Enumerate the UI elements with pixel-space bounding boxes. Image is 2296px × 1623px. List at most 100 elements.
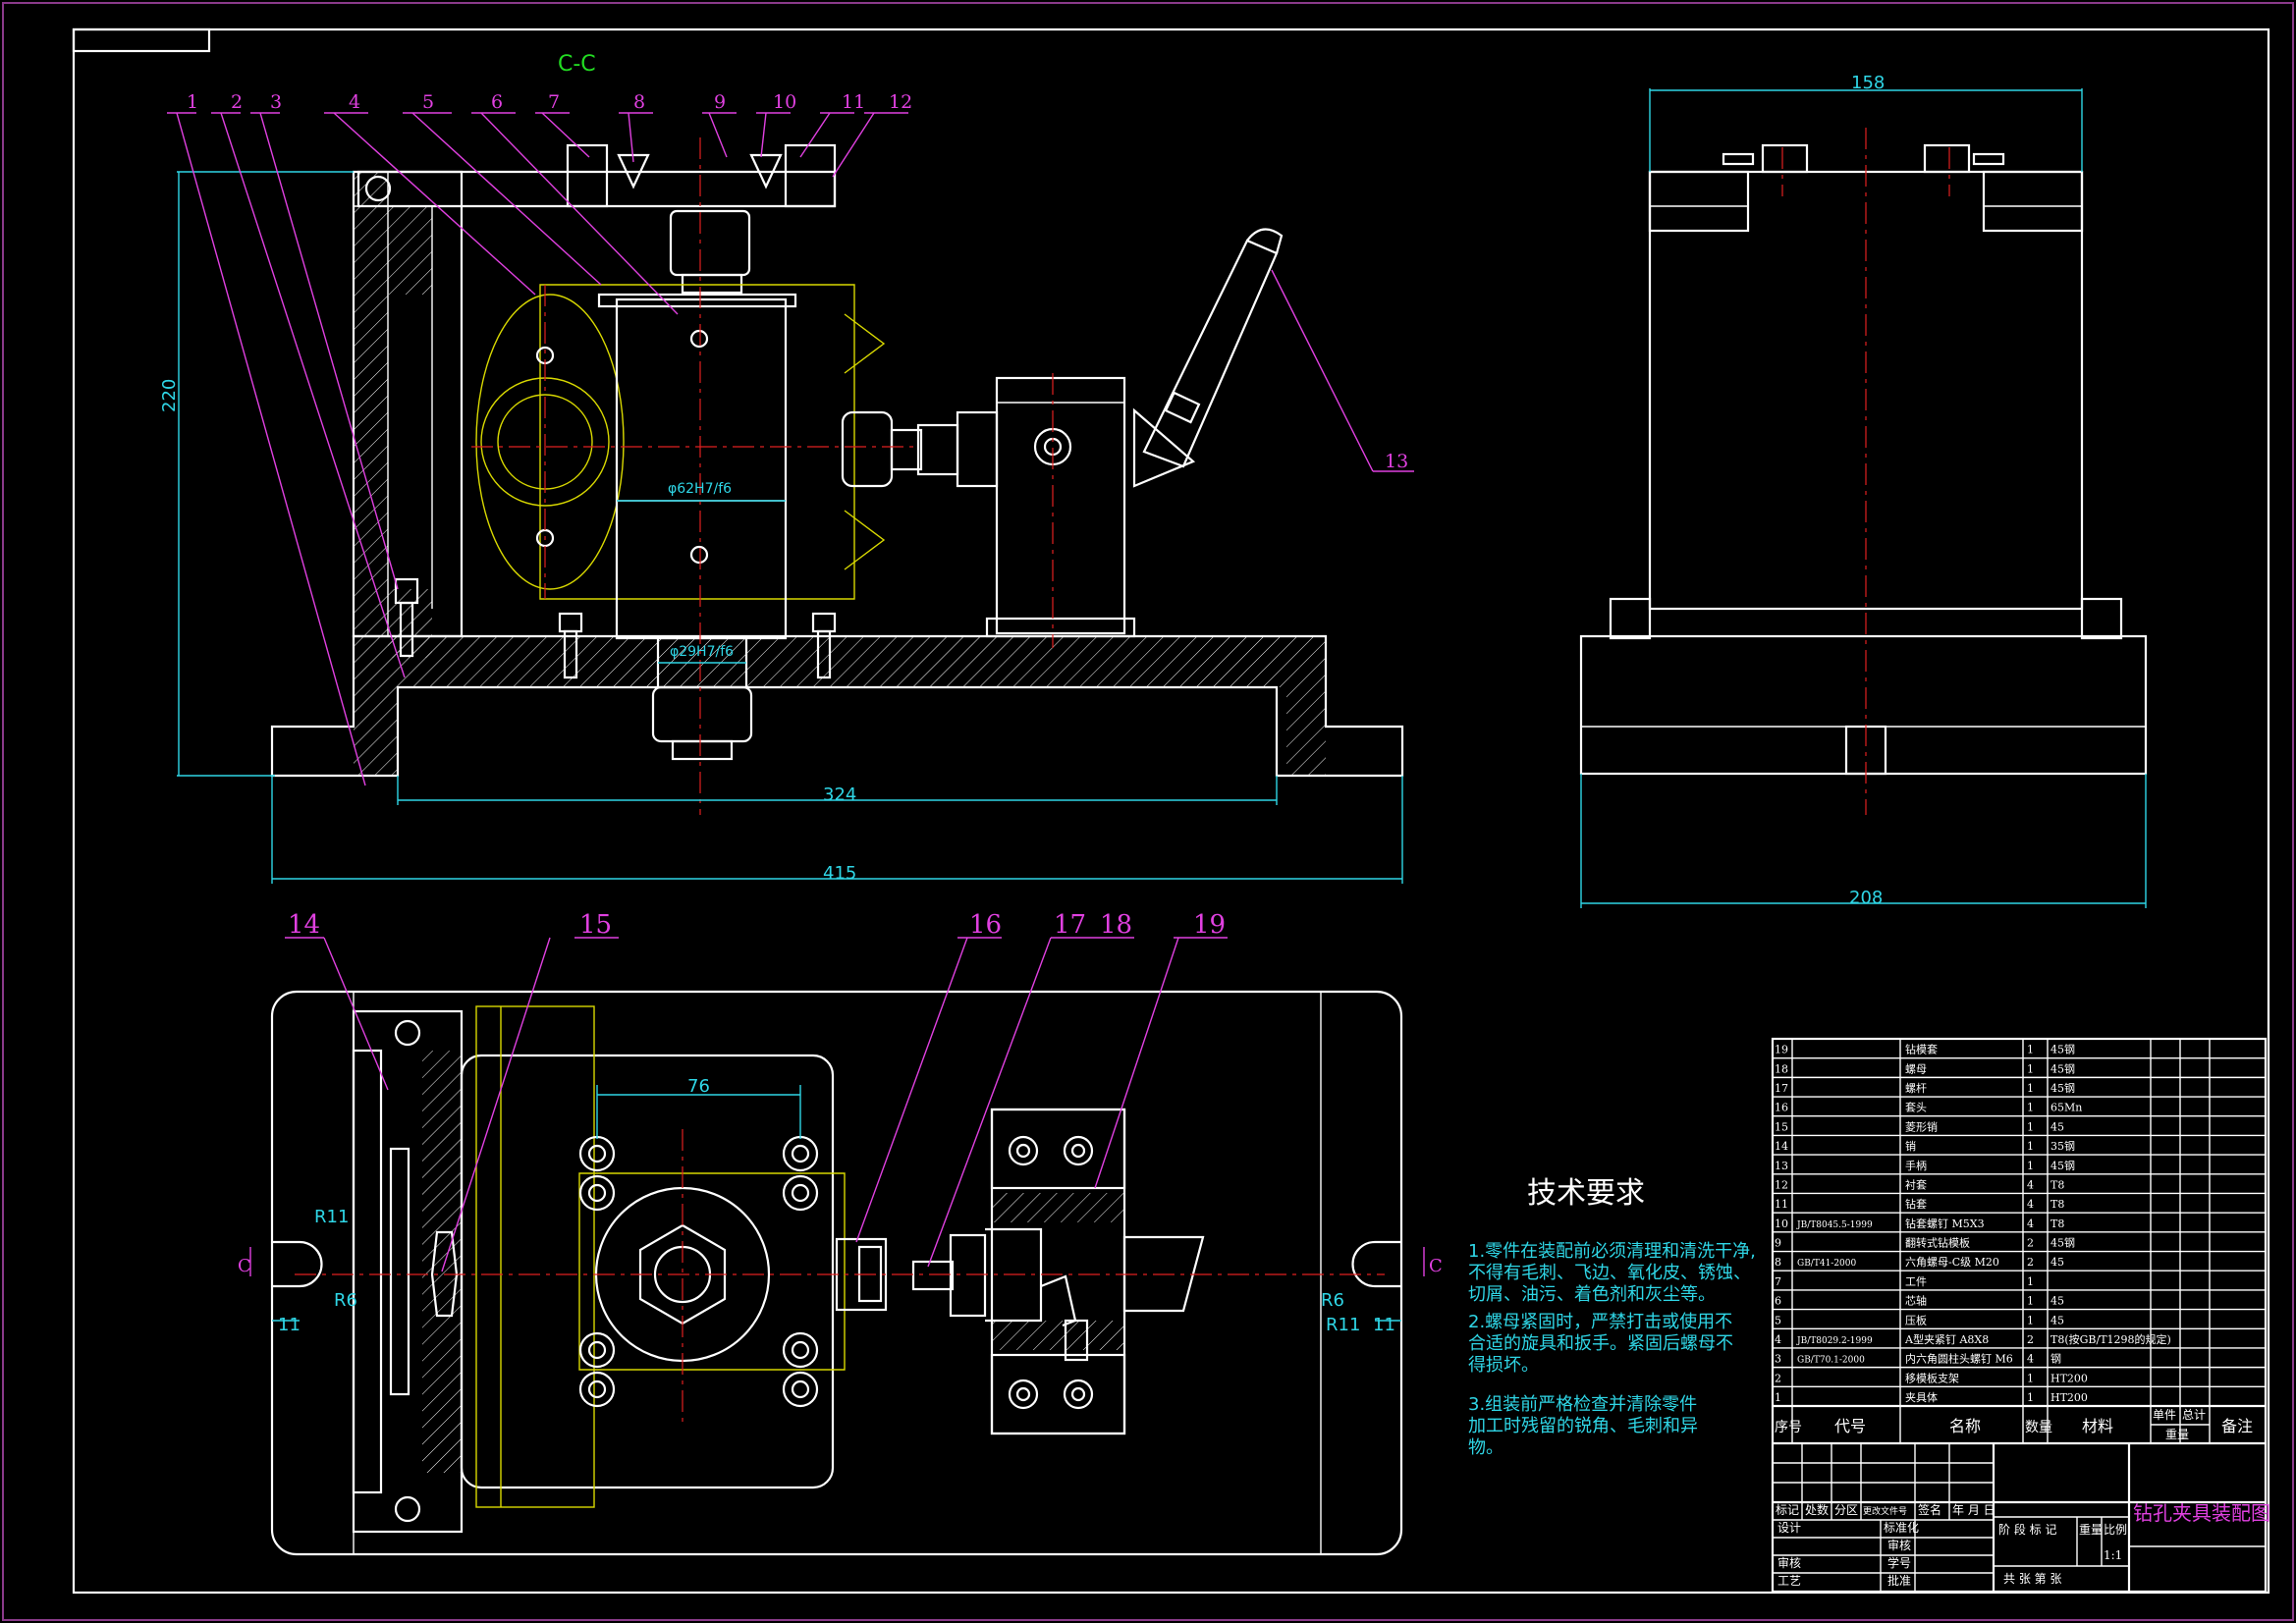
bom-header-single: 单件	[2153, 1408, 2176, 1422]
bom-cell: 16	[1775, 1102, 1788, 1114]
bom-cell: A型夹紧钉 A8X8	[1904, 1332, 1989, 1346]
bom-cell: 钻模套	[1905, 1043, 1938, 1056]
bom-cell: 45	[2050, 1120, 2064, 1133]
bom-cell: 2	[2027, 1333, 2034, 1346]
tech-line-7: 3.组装前严格检查并清除零件	[1468, 1394, 1697, 1415]
bom-header-material: 材料	[2082, 1417, 2113, 1435]
bom-cell: 4	[1775, 1333, 1781, 1346]
tb-process: 工艺	[1777, 1574, 1801, 1588]
balloon-15: 15	[579, 910, 612, 940]
bom-cell: 11	[1775, 1198, 1788, 1211]
fit-62: φ62H7/f6	[668, 481, 732, 497]
tb-mark-3: 分区	[1834, 1503, 1858, 1517]
tb-sheets: 共 张 第 张	[2003, 1572, 2061, 1586]
bom-cell: 45钢	[2050, 1082, 2075, 1095]
bom-cell: 45	[2050, 1314, 2064, 1326]
dim-r6-left: R6	[334, 1290, 357, 1311]
bom-cell: 14	[1775, 1140, 1788, 1153]
bom-cell: 6	[1775, 1295, 1781, 1308]
bom-cell: 夹具体	[1905, 1390, 1938, 1404]
bom-header-seq: 序号	[1775, 1420, 1802, 1435]
tb-scale: 1:1	[2104, 1548, 2122, 1562]
balloon-1: 1	[187, 91, 198, 113]
bom-cell: 1	[2027, 1275, 2034, 1288]
bom-cell: 7	[1775, 1275, 1781, 1288]
bom-cell: 1	[2027, 1062, 2034, 1075]
bom-cell: HT200	[2050, 1372, 2088, 1384]
bom-cell: 45钢	[2050, 1044, 2075, 1056]
bom-cell: 65Mn	[2050, 1102, 2082, 1114]
tb-mark-2: 处数	[1805, 1502, 1829, 1517]
dim-158: 158	[1851, 73, 1885, 93]
bom-cell: 2	[1775, 1372, 1781, 1384]
bom-header: 序号 代号 名称 数量 材料 单件 总计 重量 备注	[1775, 1408, 2253, 1441]
bom-header-code: 代号	[1834, 1417, 1866, 1435]
technical-requirements: 技术要求 1.零件在装配前必须清理和清洗干净, 不得有毛刺、飞边、氧化皮、锈蚀、…	[1468, 1176, 1756, 1458]
balloons-top: 1 2 3 4 5 6 7 8 9 10 11 12 13	[167, 91, 1414, 786]
tb-design: 设计	[1777, 1521, 1801, 1535]
bom-cell: 内六角圆柱头螺钉 M6	[1905, 1352, 2013, 1366]
bom-cell: 45	[2050, 1256, 2064, 1269]
bom-cell: 工件	[1905, 1275, 1927, 1288]
section-c-left: C	[238, 1256, 251, 1276]
balloon-2: 2	[231, 91, 243, 113]
tech-line-9: 物。	[1468, 1437, 1503, 1458]
bom-cell: 45钢	[2050, 1160, 2075, 1172]
balloon-13: 13	[1385, 451, 1408, 472]
bom-cell: 1	[2027, 1391, 2034, 1404]
bom-header-remark: 备注	[2221, 1417, 2253, 1435]
bom-cell: 1	[2027, 1044, 2034, 1056]
dim-11-left: 11	[278, 1315, 301, 1335]
bom-cell: 15	[1775, 1120, 1788, 1133]
balloon-5: 5	[422, 91, 434, 113]
bom-cell: 钻套螺钉 M5X3	[1905, 1217, 1985, 1230]
balloons-bottom: 14 15 16 17 18 19	[285, 910, 1228, 1272]
tech-line-1: 1.零件在装配前必须清理和清洗干净,	[1468, 1241, 1756, 1262]
bom-cell: 4	[2027, 1178, 2034, 1191]
bom-cell: 12	[1775, 1178, 1788, 1191]
bom-cell: 螺母	[1905, 1062, 1927, 1075]
dim-324: 324	[823, 784, 856, 805]
bom-cell: 45	[2050, 1295, 2064, 1308]
bom-cell: T8(按GB/T1298的规定)	[2050, 1332, 2171, 1346]
bom-cell: 1	[2027, 1160, 2034, 1172]
balloon-19: 19	[1193, 910, 1226, 940]
dim-220: 220	[159, 379, 180, 412]
balloon-10: 10	[773, 91, 796, 113]
front-dimensions: 220 324 415 φ62H7/f6 φ29H7/f6	[159, 171, 1403, 884]
dim-r11-right: R11	[1326, 1315, 1360, 1335]
bom-cell: 1	[2027, 1314, 2034, 1326]
bom-cell: 压板	[1905, 1313, 1927, 1326]
bom-cell: 1	[1775, 1391, 1781, 1404]
balloon-6: 6	[491, 91, 503, 113]
side-view: 158 208	[1579, 73, 2148, 908]
bom-cell: 3	[1775, 1353, 1781, 1366]
balloon-11: 11	[842, 91, 865, 113]
tb-scale-label: 比例	[2104, 1523, 2127, 1537]
bom-cell: 1	[2027, 1140, 2034, 1153]
bom-cell: 衬套	[1905, 1178, 1927, 1191]
bom-cell: 翻转式钻模板	[1905, 1236, 1970, 1250]
bom-cell: JB/T8029.2-1999	[1796, 1336, 1873, 1346]
bom-header-weight: 重量	[2165, 1428, 2189, 1441]
bom-cell: 六角螺母-C级 M20	[1905, 1256, 1999, 1269]
dim-76: 76	[687, 1076, 710, 1097]
bom-cell: 19	[1775, 1044, 1788, 1056]
tb-mark-1: 标记	[1776, 1503, 1799, 1517]
balloon-7: 7	[548, 91, 560, 113]
bom-cell: 1	[2027, 1295, 2034, 1308]
balloon-18: 18	[1100, 910, 1132, 940]
bom-header-qty: 数量	[2025, 1420, 2052, 1435]
bom-cell: 菱形销	[1905, 1119, 1938, 1133]
bom-cell: 芯轴	[1905, 1294, 1927, 1308]
tb-mark-5: 签名	[1918, 1502, 1941, 1517]
drawing-name: 钻孔夹具装配图	[2133, 1501, 2270, 1525]
bom-cell: JB/T8045.5-1999	[1796, 1220, 1873, 1230]
bom-header-name: 名称	[1949, 1417, 1981, 1435]
fit-29: φ29H7/f6	[670, 644, 734, 660]
bom-cell: 10	[1775, 1217, 1788, 1230]
top-view: 76 R11 R6 11 R6 R11 11 C C	[238, 990, 1443, 1556]
balloon-16: 16	[969, 910, 1002, 940]
bom-cell: 移模板支架	[1905, 1371, 1959, 1384]
